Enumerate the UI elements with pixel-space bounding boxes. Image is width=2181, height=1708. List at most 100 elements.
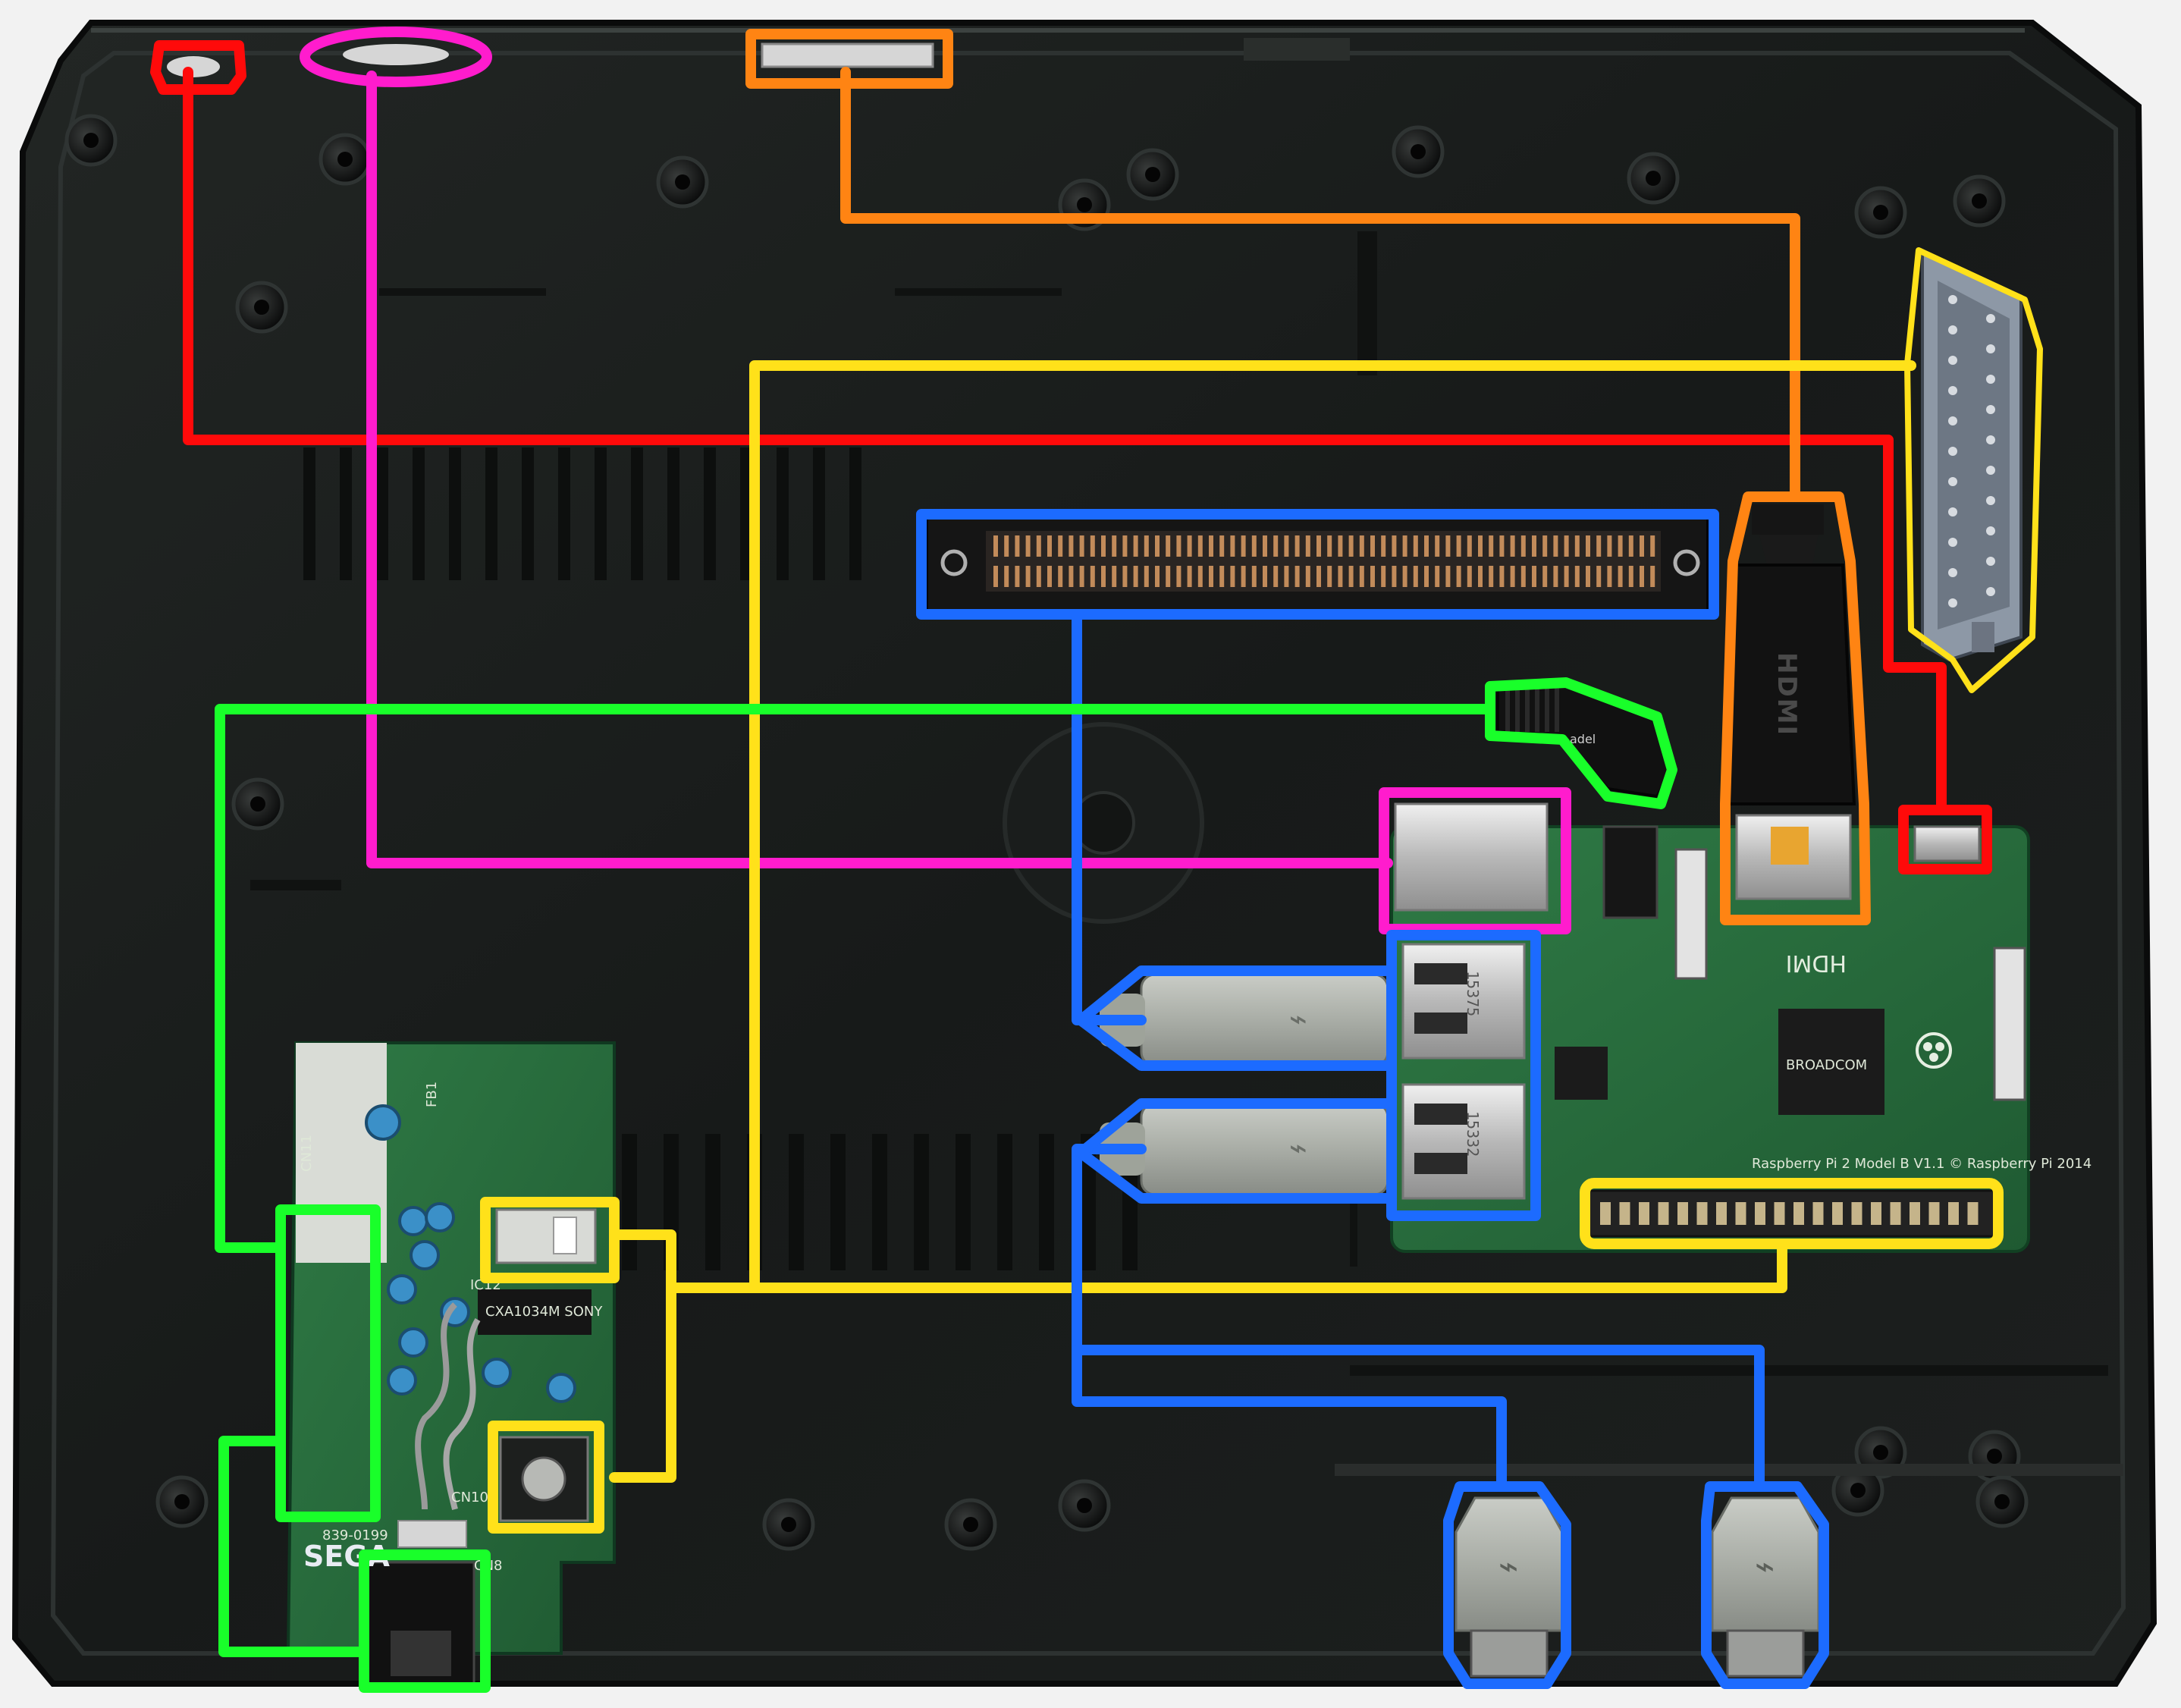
vent-slot [1081,1134,1096,1270]
slot-pin [1294,535,1300,557]
slot-pin [1133,535,1138,557]
usb-icon: ⌁ [1498,1547,1519,1586]
slot-pin [1467,566,1472,587]
slot-pin [1478,566,1483,587]
gpio-pin [1600,1202,1611,1225]
vent-slot [997,1134,1012,1270]
slot-pin [1338,535,1343,557]
slot-pin [1197,535,1203,557]
slot-pin [1219,566,1225,587]
slot-pin [1532,535,1536,557]
slot-pin [1628,535,1633,557]
db25-pin [1986,344,1995,353]
slot-pin [1219,535,1225,557]
slot-pin [1510,535,1515,557]
outline-orange-cable [1720,491,1871,925]
outline-orange-top [745,29,953,89]
slot-pin [1273,566,1279,587]
slot-pin [1316,566,1321,587]
slot-pin [1230,535,1235,557]
gpio-pin [1774,1202,1785,1225]
slot-pin [1112,535,1117,557]
outline-yellow-switch [480,1197,620,1283]
outline-blue-usb-plug-1 [1075,965,1397,1071]
slot-pin [1370,566,1375,587]
vent-slots-top [303,447,861,580]
slot-pin [1251,566,1257,587]
slot-pin [1510,566,1515,587]
audio-plug-label: adel [1570,732,1596,746]
wire-yellow-reset [609,1283,676,1483]
slot-pin [1596,535,1602,557]
db25-pin [1948,356,1957,365]
raspberry-logo-icon [1916,1032,1952,1069]
hdmi-cable-label: HDMI [1771,652,1802,736]
slot-pin [1499,566,1505,587]
gpio-pin [1716,1202,1727,1225]
dsi-connector [1674,848,1708,980]
wire-green [215,704,1495,1253]
usb-stack-top [1401,943,1526,1060]
slot-pin [1187,566,1192,587]
screw-hole [1077,197,1092,212]
slot-pin [1618,535,1623,557]
gpio-pin [1832,1202,1843,1225]
slot-pin [1166,535,1171,557]
slot-pin [1101,535,1106,557]
slot-pin [1413,566,1418,587]
wire-blue-bus [1072,1144,1507,1492]
gpio-pin [1619,1202,1630,1225]
slot-pin [1553,535,1558,557]
slot-pin [1542,566,1548,587]
slot-pin [1025,535,1031,557]
gpio-pin [1658,1202,1669,1225]
gpio-pin [1910,1202,1920,1225]
db25-pin [1986,466,1995,475]
db25-pin [1986,405,1995,414]
screw-hole [963,1517,978,1532]
usb-plug-metal [1726,1629,1805,1678]
audio-jack-icon [1602,825,1659,919]
slot-pin [1079,566,1084,587]
outline-blue-usb-plug-2 [1075,1098,1397,1204]
wire-orange [840,67,1800,502]
plug-rib [1515,686,1520,732]
hdmi-cable: HDMI [1723,504,1856,805]
screw-hole [1873,205,1888,220]
wire-green-bottom [218,1436,369,1657]
vent-slot [914,1134,929,1270]
slot-pin [1574,535,1580,557]
slot-pin [993,535,998,557]
outline-green-cn11 [275,1204,381,1522]
capacitors [365,1104,576,1403]
db25-pin [1948,507,1957,516]
cartridge-slot-connector [925,514,1709,612]
sega-av-board: CXA1034M SONY SEGA 839-0199 CN11 CN10 CN… [286,1041,616,1685]
slot-pin [1532,566,1536,587]
slot-pin [1036,566,1041,587]
gpio-pin [1696,1202,1708,1225]
slot-pin [1564,566,1569,587]
usb-plug-body [1140,1102,1389,1196]
db25-pin [1948,295,1957,304]
slot-pin [1241,535,1246,557]
slot-pin [1047,566,1052,587]
slot-pin [1058,566,1063,587]
slot-pin [1628,566,1633,587]
slot-pin [1294,566,1300,587]
slot-pin [1520,566,1526,587]
micro-usb-port [1913,825,1981,862]
usb-stack-bottom [1401,1083,1526,1200]
slot-pin [1445,566,1451,587]
vent-slot [449,447,461,580]
slot-pin [1348,566,1354,587]
sony-chip [478,1289,592,1335]
wire-magenta [366,71,1393,868]
vent-slot [777,447,789,580]
db25-pin [1948,386,1957,395]
plug-rib [1525,686,1530,732]
vent-slot [595,447,607,580]
slot-pin [1273,535,1279,557]
outline-yellow-gpio [1580,1178,2004,1249]
